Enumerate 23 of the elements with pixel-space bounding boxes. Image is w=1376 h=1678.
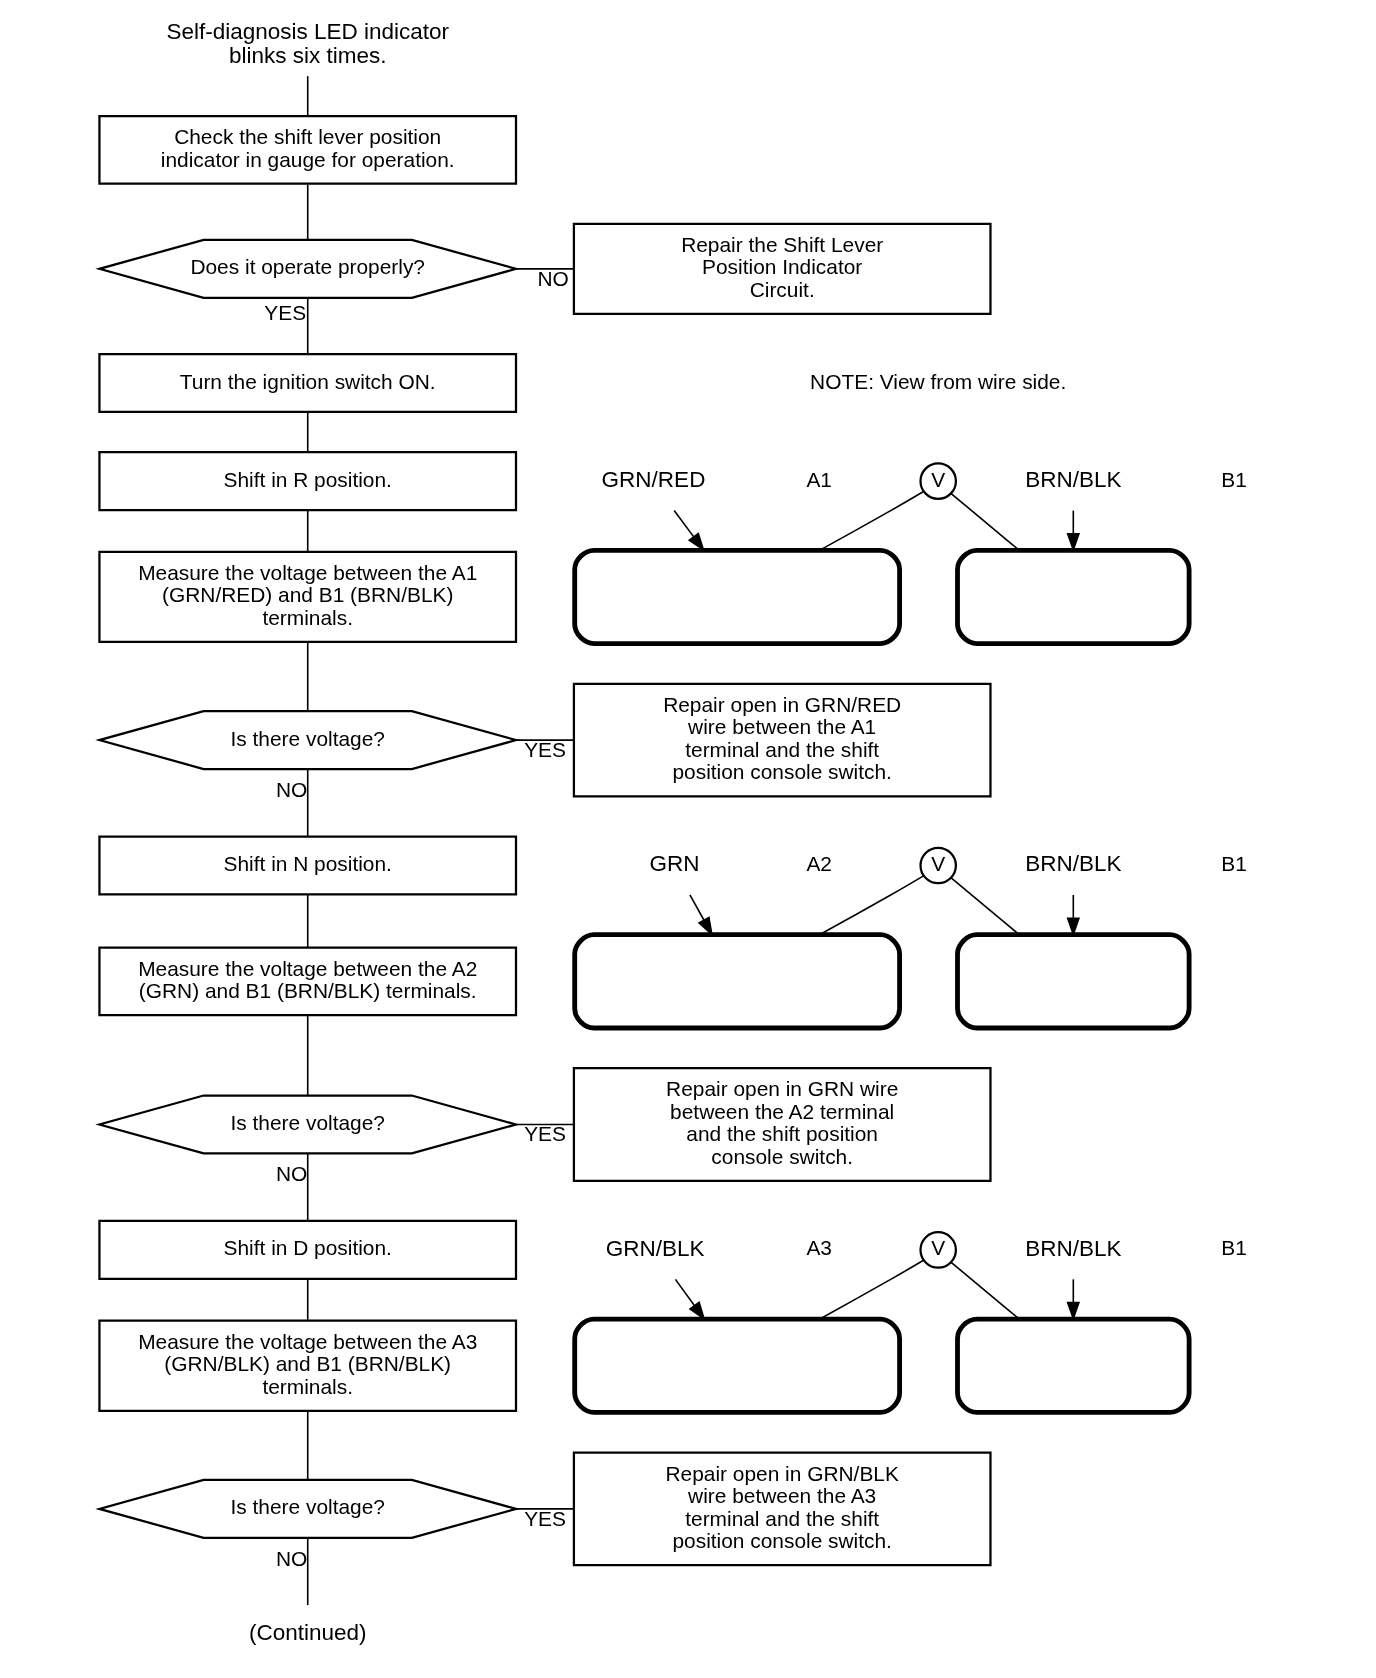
edge-label: NO (275, 778, 307, 802)
node-text: GRN/BLK (605, 1235, 705, 1261)
label: A1 (805, 467, 832, 491)
label: B1 (1220, 467, 1247, 491)
label: B1 (1220, 1236, 1247, 1260)
label: A3 (805, 1236, 832, 1260)
label: NOTE: View from wire side. (809, 369, 1066, 393)
edge-label: NO (275, 1546, 307, 1570)
edge-label: YES (523, 1122, 566, 1146)
label: B1 (1220, 852, 1247, 876)
edge-label: YES (523, 737, 566, 761)
node-text: GRN (648, 851, 699, 877)
edge-label: NO (275, 1162, 307, 1186)
node-text: BRN/BLK (1024, 467, 1121, 493)
node-text: BRN/BLK (1024, 1235, 1121, 1261)
node-text: BRN/BLK (1024, 851, 1121, 877)
node-text: Self-diagnosis LED indicator blinks six times. (165, 19, 449, 69)
edge-label: YES (263, 300, 306, 324)
edge-label: YES (523, 1506, 566, 1530)
node-text: (Continued) (248, 1620, 367, 1646)
edge-label: NO (536, 266, 569, 290)
node-text: GRN/RED (601, 467, 705, 493)
label: A2 (805, 852, 832, 876)
